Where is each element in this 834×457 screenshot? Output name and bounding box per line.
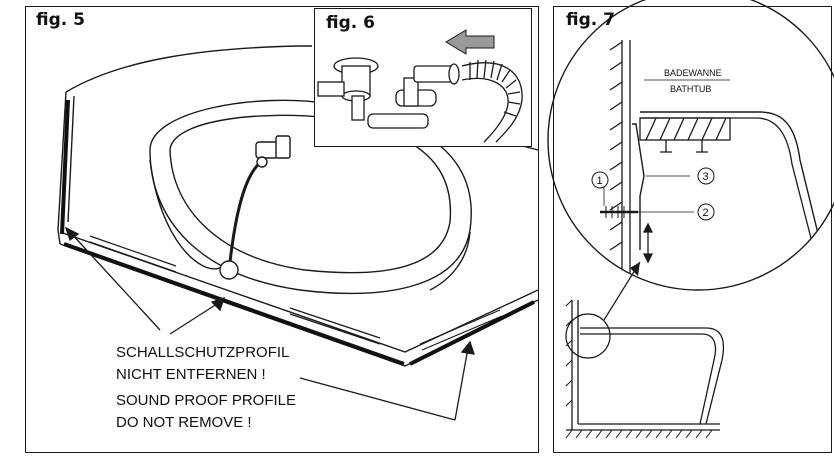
fig7-tub-rim — [640, 111, 823, 251]
callout-1 — [591, 171, 609, 189]
fig7-panel — [553, 6, 832, 453]
left-wall-panel — [57, 91, 67, 245]
fig7-detail-circle — [565, 313, 611, 359]
fig7-tub-label-en: BATHTUB — [670, 84, 711, 94]
fig5-warning-en-line1: SOUND PROOF PROFILE — [116, 392, 297, 409]
sound-profile-front — [63, 242, 405, 366]
callout-3-text: 3 — [703, 171, 709, 183]
fig5-label: fig. 5 — [36, 10, 85, 30]
fig5-warning-de-line2: NICHT ENTFERNEN ! — [116, 366, 266, 383]
fig5-warning-de-line1: SCHALLSCHUTZPROFIL — [116, 344, 290, 361]
fig7-label: fig. 7 — [566, 10, 615, 30]
callout-1-text: 1 — [597, 175, 603, 187]
fig6-hose — [461, 62, 523, 143]
fig6-label: fig. 6 — [326, 13, 375, 33]
fig7-zoom-circle — [547, 0, 834, 291]
fig5-warning-en-line2: DO NOT REMOVE ! — [116, 414, 252, 431]
drain-plug — [219, 260, 239, 280]
tub-back-rim — [65, 45, 312, 93]
fig6-direction-arrow — [445, 29, 495, 55]
sound-profile-right — [409, 300, 535, 366]
tub-basin — [149, 99, 472, 295]
callout-2-text: 2 — [703, 207, 709, 219]
sound-profile-left — [60, 99, 70, 235]
callout-3 — [697, 167, 715, 185]
fig7-tub-label-de: BADEWANNE — [664, 68, 722, 78]
callout-2 — [697, 203, 715, 221]
